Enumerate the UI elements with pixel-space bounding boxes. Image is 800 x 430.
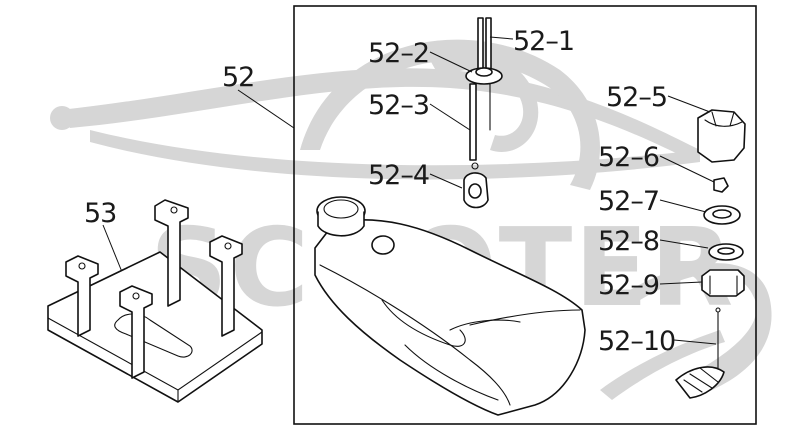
fuel-tank-drawing — [314, 196, 586, 416]
svg-text:52–10: 52–10 — [598, 326, 675, 357]
bracket-53-drawing — [47, 199, 263, 403]
part-label-p7: 52–7 — [598, 186, 707, 217]
bracket-leader — [102, 224, 123, 273]
svg-text:52–1: 52–1 — [513, 26, 574, 57]
part-label-p2: 52–2 — [368, 38, 473, 73]
strainer-drawing — [675, 307, 725, 399]
assembly-frame — [293, 5, 757, 425]
svg-text:52–7: 52–7 — [598, 186, 659, 217]
svg-text:52–4: 52–4 — [368, 160, 429, 191]
bracket-label: 53 — [84, 198, 116, 229]
part-label-p6: 52–6 — [598, 142, 715, 183]
part-label-p3: 52–3 — [368, 90, 471, 131]
part-label-p8: 52–8 — [598, 226, 709, 257]
svg-text:52–3: 52–3 — [368, 90, 429, 121]
svg-text:52–2: 52–2 — [368, 38, 429, 69]
svg-text:52–5: 52–5 — [606, 82, 667, 113]
svg-text:52–9: 52–9 — [598, 270, 659, 301]
part-label-p1: 52–1 — [489, 26, 575, 57]
part-label-p9: 52–9 — [598, 270, 703, 301]
part-label-p4: 52–4 — [368, 160, 463, 191]
assembly-label: 52 — [222, 62, 254, 93]
fuel-pickup-drawing — [463, 17, 503, 209]
svg-text:52–6: 52–6 — [598, 142, 659, 173]
assembly-leader — [237, 89, 295, 129]
fuel-cap-drawing — [697, 109, 746, 163]
small-parts-drawing — [701, 177, 745, 297]
part-label-p5: 52–5 — [606, 82, 711, 113]
svg-text:52–8: 52–8 — [598, 226, 659, 257]
part-label-p10: 52–10 — [598, 326, 717, 357]
